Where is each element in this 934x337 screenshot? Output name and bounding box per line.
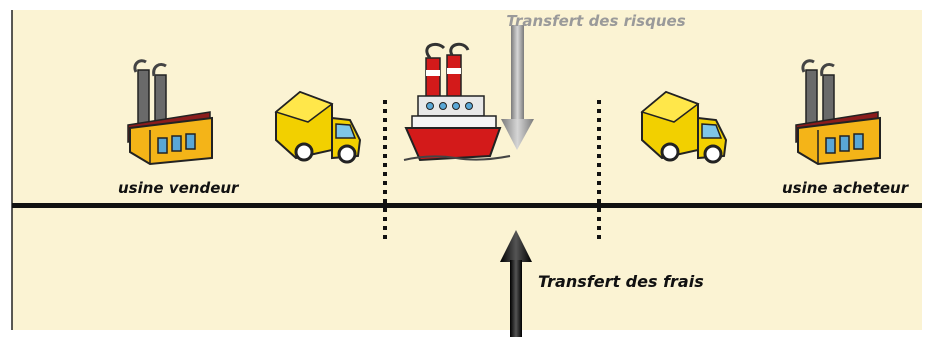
- buyer-factory-label: usine acheteur: [782, 179, 910, 197]
- seller-factory-label: usine vendeur: [118, 179, 240, 197]
- risk-transfer-label: Transfert des risques: [506, 12, 685, 30]
- diagram-background: [12, 10, 922, 330]
- ship-icon: [403, 42, 511, 162]
- cost-transfer-label: Transfert des frais: [538, 272, 704, 291]
- seller-factory-icon: [127, 59, 213, 166]
- buyer-factory-icon: [795, 59, 881, 166]
- cost-transfer-arrow: [500, 230, 532, 337]
- truck-icon: [274, 90, 362, 164]
- risk-transfer-arrow: [501, 25, 534, 150]
- truck-icon: [640, 90, 728, 164]
- baseline: [12, 203, 922, 208]
